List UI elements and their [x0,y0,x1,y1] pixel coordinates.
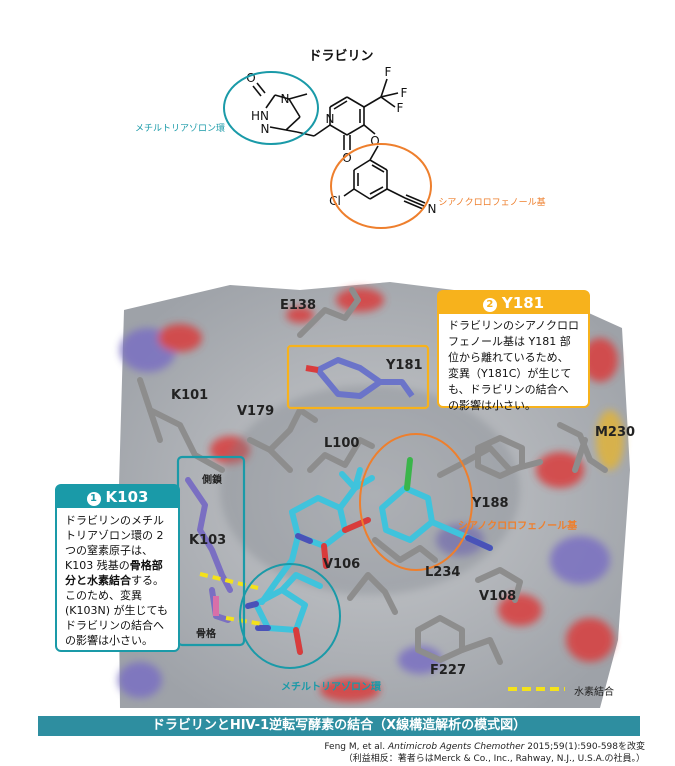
callout-y181: 2 Y181 ドラビリンのシアノクロロフェノール基は Y181 部位から離れている… [437,290,590,412]
atom-n: N [261,122,270,136]
atom-n: N [281,92,290,106]
residue-l234-stick [372,537,438,563]
atom-n: N [326,112,335,126]
residue-v179-stick [247,407,318,453]
backbone-label: 骨格 [196,629,216,640]
callout-title: K103 [105,488,149,506]
residue-label-v179: V179 [237,404,275,419]
residue-label-v108: V108 [479,589,517,604]
residue-label-l234: L234 [425,565,461,580]
y181-highlight-box [286,344,430,410]
residue-y188-ring [475,435,525,479]
side-chain-label: 側鎖 [202,475,222,486]
figure-caption: ドラビリンとHIV-1逆転写酵素の結合（X線構造解析の模式図） [38,716,640,736]
atom-f: F [397,101,404,115]
residue-label-y181: Y181 [386,358,423,373]
callout-number: 1 [86,492,101,506]
cyanochlorophenol-label: シアノクロロフェノール基 [438,196,545,208]
hbond-legend-label: 水素結合 [574,687,614,698]
residue-label-e138: E138 [280,298,317,313]
residue-label-y188: Y188 [472,496,509,511]
residue-v108-stick [475,567,523,603]
callout-y181-header: 2 Y181 [439,292,588,314]
residue-label-v106: V106 [323,557,361,572]
atom-n: N [428,202,437,216]
callout-k103-header: 1 K103 [57,486,178,508]
struct-cyanochlorophenol-label: シアノクロロフェノール基 [458,521,578,532]
callout-k103-bold: 骨格部分と水素結合 [65,559,163,587]
atom-o: O [370,134,379,148]
callout-k103: 1 K103 ドラビリンのメチルトリアゾロン環の 2 つの窒素原子は、K103 残… [55,484,180,652]
residue-k101-stick [137,377,225,473]
struct-cyanochlorophenol-ellipse [359,433,473,571]
atom-hn: HN [251,109,269,123]
residue-e138-stick [297,287,361,338]
residue-l100-stick [307,437,375,473]
reference-note: （利益相反：著者らはMerck & Co., Inc., Rahway, N.J… [343,754,645,764]
reference-citation: Feng M, et al. Antimicrob Agents Chemoth… [324,742,645,752]
atom-o: O [342,151,351,165]
residue-label-f227: F227 [430,663,467,678]
atom-f: F [385,65,392,79]
triazolone-label: メチルトリアゾロン環 [135,123,225,134]
residue-label-k103: K103 [189,533,227,548]
chemical-structure: ドラビリン [135,48,546,229]
residue-v106-stick [347,572,398,615]
compound-name: ドラビリン [308,48,373,64]
struct-triazolone-label: メチルトリアゾロン環 [281,682,381,693]
callout-title: Y181 [501,294,545,312]
residue-label-l100: L100 [324,436,360,451]
struct-triazolone-ellipse [239,563,341,669]
atom-o: O [246,71,255,85]
residue-label-k101: K101 [171,388,209,403]
callout-y181-text: ドラビリンのシアノクロロフェノール基は Y181 部位から離れているため、変異（… [448,319,580,412]
callout-number: 2 [482,298,497,312]
cyanochlorophenol-ellipse [330,143,432,229]
atom-f: F [401,86,408,100]
residue-y181-stick [315,357,415,399]
triazolone-ellipse [223,71,319,145]
residue-label-m230: M230 [595,425,636,440]
callout-k103-text: ドラビリンのメチルトリアゾロン環の 2 つの窒素原子は、K103 残基の骨格部分… [65,514,168,647]
